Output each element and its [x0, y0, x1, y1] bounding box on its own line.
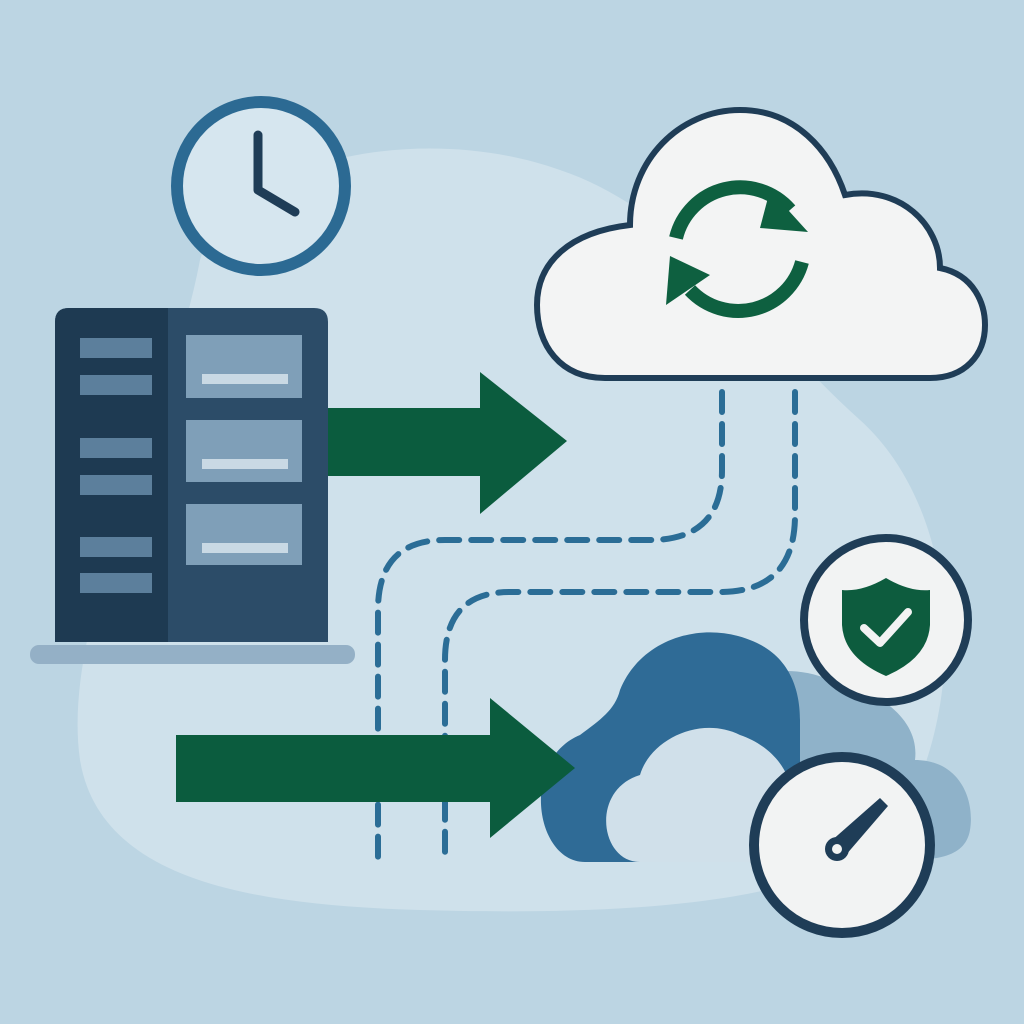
arrow-right-icon — [176, 698, 575, 838]
cloud-icon — [540, 632, 971, 862]
gauge-icon — [749, 752, 935, 938]
dashed-connection — [375, 389, 798, 863]
arrow-right-icon — [328, 372, 567, 514]
server-base — [30, 645, 355, 664]
cloud-sync-icon — [533, 106, 989, 381]
server-icon — [30, 308, 355, 664]
shield-check-icon — [800, 534, 972, 706]
clock-icon — [171, 96, 351, 276]
